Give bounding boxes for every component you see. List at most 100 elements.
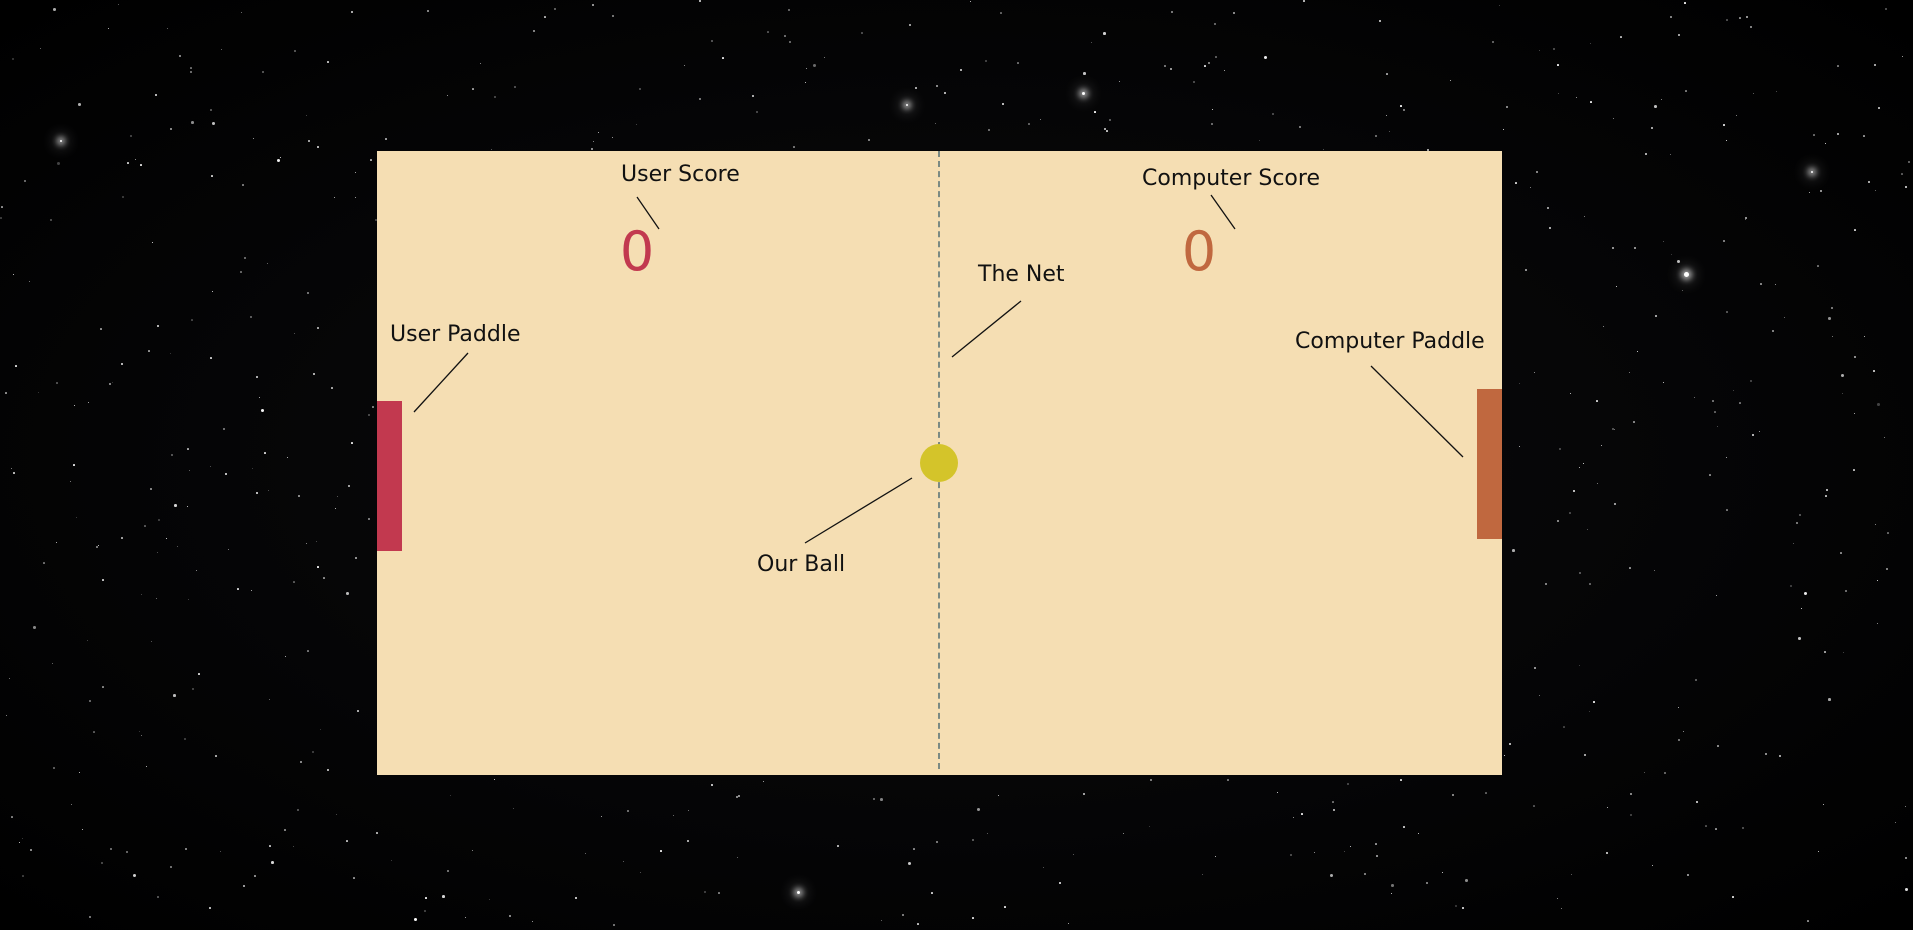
- star: [1753, 93, 1755, 95]
- star: [355, 557, 357, 559]
- star: [1765, 753, 1768, 756]
- star: [987, 833, 989, 835]
- star: [1823, 804, 1825, 806]
- star: [285, 656, 286, 657]
- star: [1895, 822, 1897, 824]
- label-computer-paddle: Computer Paddle: [1295, 329, 1485, 354]
- star: [704, 891, 706, 893]
- star: [126, 851, 128, 853]
- star: [223, 428, 225, 430]
- star: [268, 490, 270, 492]
- star: [1854, 413, 1856, 415]
- star: [1530, 187, 1531, 188]
- star: [1873, 370, 1875, 372]
- star: [1629, 567, 1631, 569]
- star: [738, 795, 741, 798]
- star: [1559, 448, 1562, 451]
- star: [1651, 127, 1654, 130]
- star: [1583, 463, 1585, 465]
- star: [250, 316, 252, 318]
- star: [135, 159, 137, 161]
- star: [1299, 126, 1302, 129]
- star: [1723, 240, 1725, 242]
- star: [187, 448, 189, 450]
- star: [1506, 106, 1508, 108]
- star: [1503, 129, 1505, 131]
- star: [824, 57, 826, 59]
- star: [152, 242, 154, 244]
- star: [1519, 446, 1521, 448]
- star: [298, 495, 300, 497]
- star: [1603, 326, 1605, 328]
- star: [313, 373, 316, 376]
- star: [1596, 400, 1598, 402]
- star: [251, 590, 253, 592]
- star: [191, 319, 193, 321]
- bright-star: [797, 891, 800, 894]
- star: [491, 149, 493, 151]
- star: [688, 810, 690, 812]
- star: [1739, 402, 1741, 404]
- star: [146, 766, 148, 768]
- star: [592, 4, 595, 7]
- star: [1760, 283, 1762, 285]
- leader-net: [951, 300, 1022, 358]
- star: [494, 779, 496, 781]
- star: [1533, 805, 1535, 807]
- star: [909, 24, 911, 26]
- star: [191, 121, 194, 124]
- star: [56, 542, 58, 544]
- star: [317, 327, 319, 329]
- star: [375, 219, 377, 221]
- star: [1612, 428, 1614, 430]
- star: [1905, 888, 1909, 892]
- star: [0, 217, 2, 219]
- star: [1073, 854, 1075, 856]
- star: [1644, 772, 1646, 774]
- star: [554, 8, 557, 11]
- star: [1745, 217, 1747, 219]
- user-score: 0: [619, 220, 655, 283]
- star: [1043, 867, 1045, 869]
- star: [936, 85, 939, 88]
- star: [1215, 856, 1217, 858]
- star: [110, 848, 113, 851]
- star: [88, 402, 90, 404]
- star: [1825, 495, 1827, 497]
- star: [1545, 583, 1548, 586]
- star: [173, 694, 176, 697]
- bright-star: [60, 140, 62, 142]
- star: [880, 798, 883, 801]
- star: [736, 796, 738, 798]
- star: [1150, 779, 1152, 781]
- star: [1776, 91, 1778, 93]
- star: [1877, 403, 1880, 406]
- star: [931, 892, 933, 894]
- star: [1259, 140, 1261, 142]
- star: [306, 115, 308, 117]
- star: [1391, 893, 1393, 895]
- star: [737, 857, 739, 859]
- star: [1499, 5, 1501, 7]
- star: [1616, 286, 1618, 288]
- star: [1590, 43, 1592, 45]
- star: [1613, 118, 1615, 120]
- star: [1059, 882, 1062, 885]
- user-paddle[interactable]: [377, 401, 402, 551]
- star: [1106, 130, 1108, 132]
- star: [241, 12, 243, 14]
- star: [284, 829, 286, 831]
- star: [167, 28, 169, 30]
- star: [187, 506, 189, 508]
- star: [317, 566, 319, 568]
- star: [1164, 65, 1166, 67]
- pong-court[interactable]: 0 0 User Score Computer Score The Net Us…: [377, 151, 1502, 775]
- star: [1330, 874, 1333, 877]
- star: [346, 840, 348, 842]
- star: [756, 111, 758, 113]
- star: [1386, 115, 1388, 117]
- star: [513, 808, 515, 810]
- star: [1905, 857, 1908, 860]
- star: [1301, 813, 1303, 815]
- star: [1826, 489, 1828, 491]
